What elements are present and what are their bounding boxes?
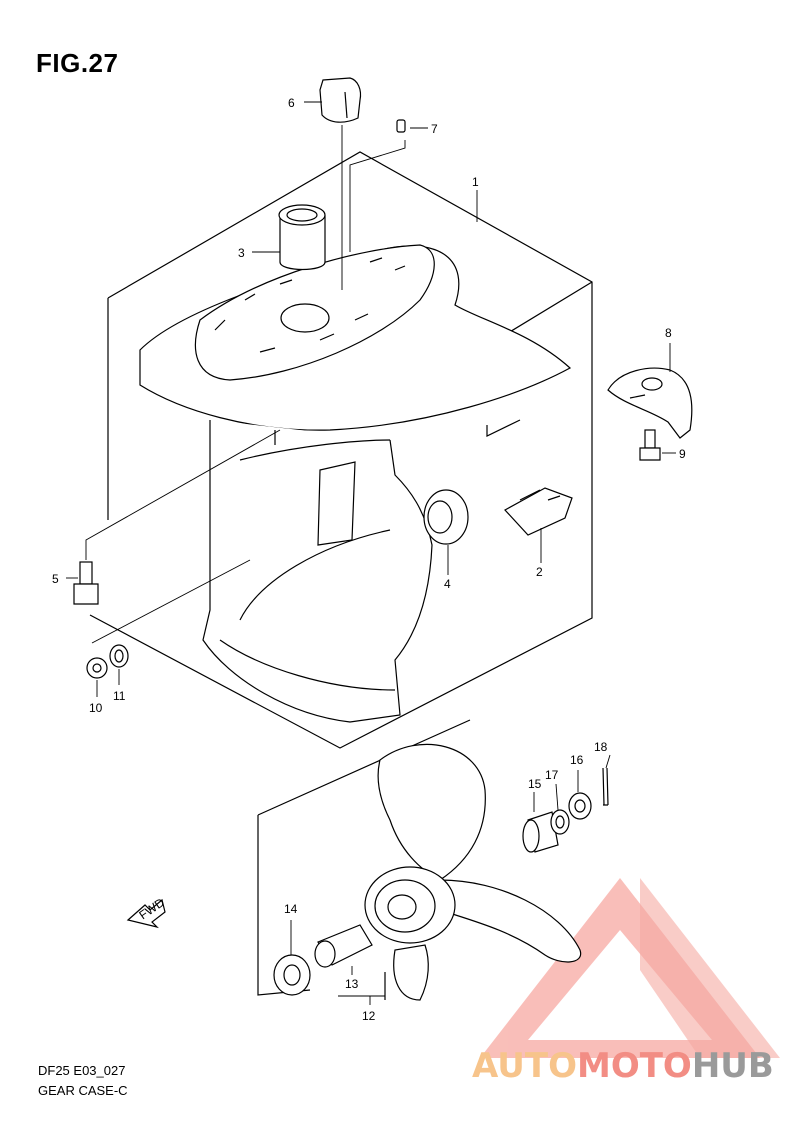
- propeller-icon: [364, 743, 582, 1001]
- cap-nut-icon: [86, 657, 108, 679]
- callout-11: 11: [113, 689, 126, 703]
- footer-model-code: DF25 E03_027: [38, 1063, 126, 1078]
- needle-bearing-icon: [278, 204, 326, 271]
- callout-8: 8: [665, 326, 672, 340]
- gear-case-housing-icon: [139, 244, 572, 723]
- callout-2: 2: [536, 565, 543, 579]
- thrust-spacer-icon: [314, 924, 373, 968]
- water-inlet-cover-icon: [504, 487, 573, 536]
- watermark-auto: AUTO: [472, 1046, 577, 1086]
- callout-6: 6: [288, 96, 295, 110]
- oil-seal-icon: [423, 489, 469, 545]
- mounting-bolt-icon: [73, 561, 99, 605]
- watermark-moto: MOTO: [576, 1046, 692, 1086]
- trim-tab-bolt-icon: [639, 429, 661, 461]
- dowel-pin-icon: [396, 119, 406, 133]
- callout-3: 3: [238, 246, 245, 260]
- callout-4: 4: [444, 577, 451, 591]
- callout-1: 1: [472, 175, 479, 189]
- callout-14: 14: [284, 902, 298, 916]
- callout-numbers: 1 2 3 4 5 6 7 8 9 10 11 12 13 14 15 16 1…: [52, 96, 686, 1023]
- trim-tab-anode-icon: [607, 367, 693, 439]
- callout-10: 10: [89, 701, 103, 715]
- callout-17: 17: [545, 768, 559, 782]
- castle-nut-icon: [568, 792, 592, 820]
- callout-16: 16: [570, 753, 584, 767]
- watermark-hub: HUB: [691, 1046, 774, 1086]
- callout-9: 9: [679, 447, 686, 461]
- fwd-arrow-icon: [126, 898, 166, 929]
- rubber-cap-icon: [319, 77, 362, 123]
- callout-7: 7: [431, 122, 438, 136]
- figure-title: FIG.27: [36, 48, 119, 78]
- callout-5: 5: [52, 572, 59, 586]
- watermark-text: AUTOMOTOHUB: [472, 1046, 774, 1086]
- prop-washer-icon: [550, 809, 570, 835]
- leader-lines: [66, 101, 676, 1005]
- watermark-logo-icon: [480, 878, 780, 1058]
- callout-18: 18: [594, 740, 608, 754]
- washer-icon: [109, 644, 129, 668]
- footer-section-name: GEAR CASE-C: [38, 1083, 128, 1098]
- callout-15: 15: [528, 777, 542, 791]
- thrust-washer-icon: [273, 954, 311, 996]
- callout-13: 13: [345, 977, 359, 991]
- callout-12: 12: [362, 1009, 376, 1023]
- cotter-pin-icon: [602, 767, 609, 806]
